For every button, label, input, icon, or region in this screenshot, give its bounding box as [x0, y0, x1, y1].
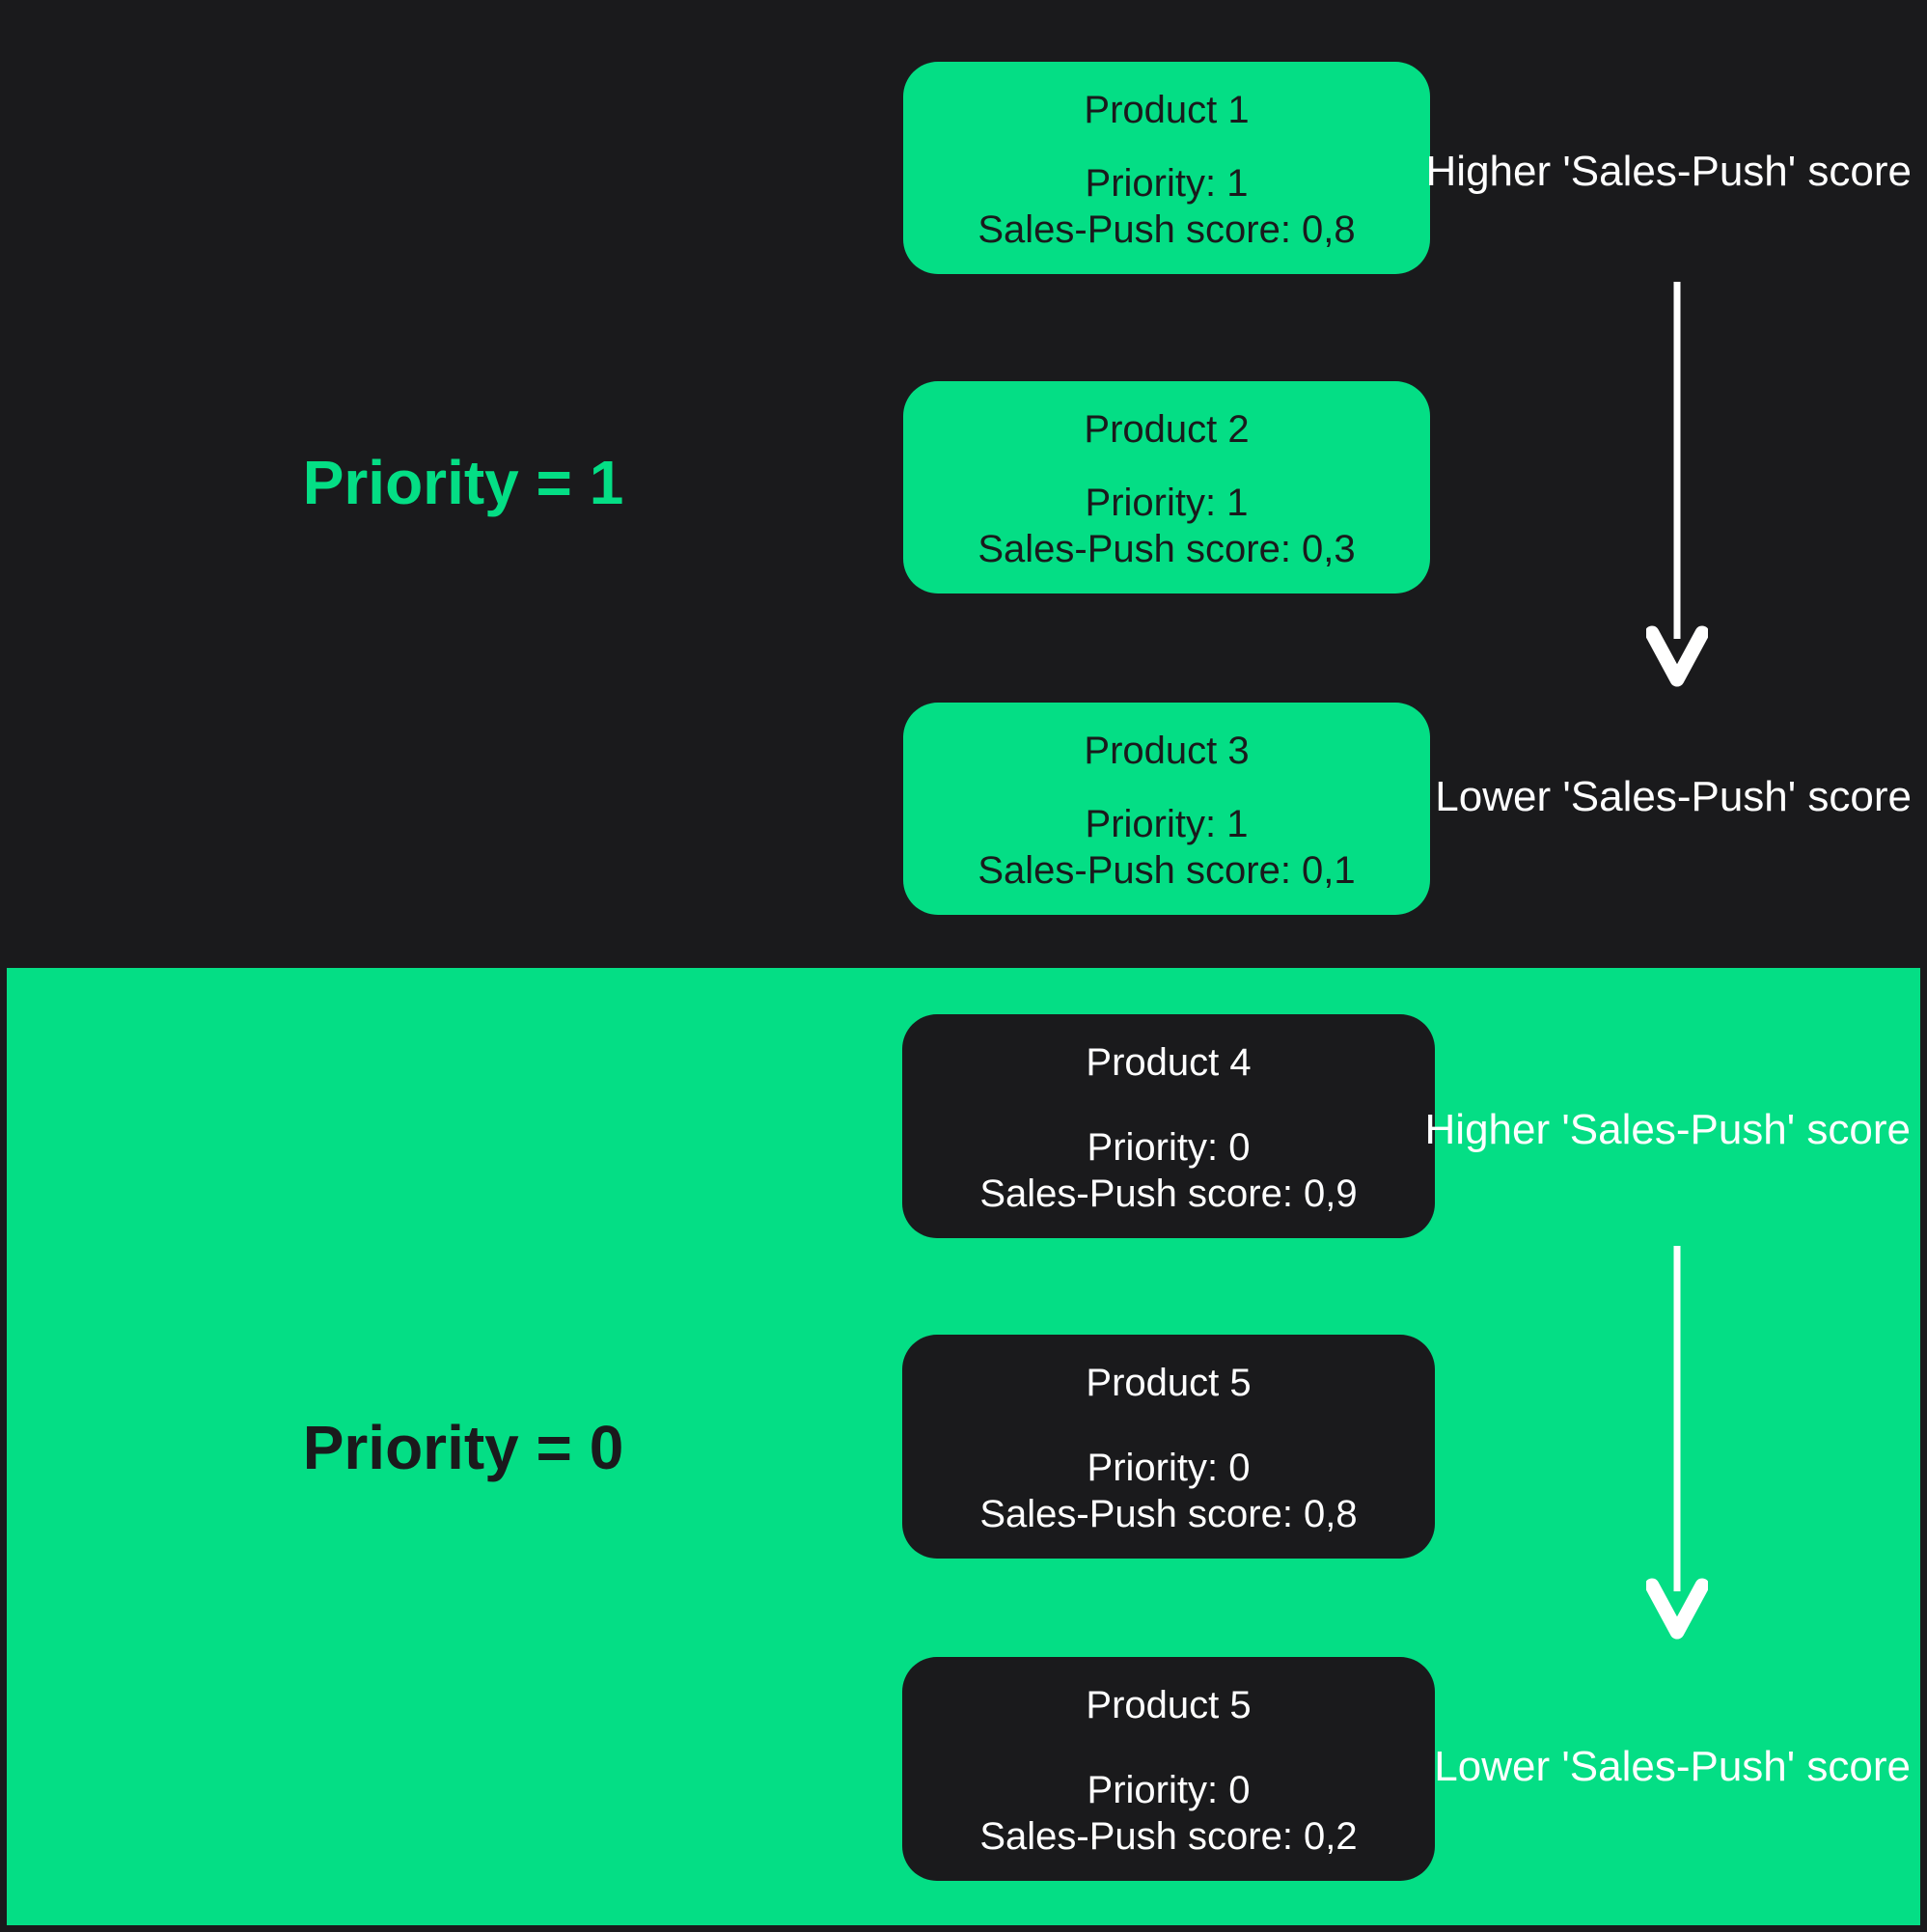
product-3-title: Product 3 — [1084, 730, 1250, 772]
priority-0-label: Priority = 0 — [302, 1413, 624, 1482]
product-3-priority: Priority: 1 — [1085, 803, 1249, 845]
higher-sales-push-label-top: Higher 'Sales-Push' score — [1425, 148, 1912, 195]
product-3-details: Priority: 1 Sales-Push score: 0,1 — [977, 801, 1355, 894]
lower-sales-push-label-top: Lower 'Sales-Push' score — [1435, 773, 1912, 820]
product-5b-card: Product 5 Priority: 0 Sales-Push score: … — [902, 1657, 1435, 1881]
product-2-card: Product 2 Priority: 1 Sales-Push score: … — [903, 381, 1430, 593]
product-4-score: Sales-Push score: 0,9 — [979, 1173, 1358, 1215]
product-1-title: Product 1 — [1084, 89, 1250, 131]
priority-1-section: Priority = 1 Product 1 Priority: 1 Sales… — [302, 62, 1912, 915]
product-2-score: Sales-Push score: 0,3 — [977, 528, 1356, 570]
product-2-title: Product 2 — [1084, 408, 1250, 451]
product-5b-score: Sales-Push score: 0,2 — [979, 1815, 1358, 1858]
product-4-details: Priority: 0 Sales-Push score: 0,9 — [979, 1124, 1357, 1217]
product-4-priority: Priority: 0 — [1087, 1126, 1251, 1169]
product-3-score: Sales-Push score: 0,1 — [977, 849, 1356, 892]
product-4-card: Product 4 Priority: 0 Sales-Push score: … — [902, 1014, 1435, 1238]
higher-sales-push-label-bottom: Higher 'Sales-Push' score — [1424, 1106, 1911, 1153]
product-5-card: Product 5 Priority: 0 Sales-Push score: … — [902, 1335, 1435, 1559]
product-1-priority: Priority: 1 — [1085, 162, 1249, 205]
product-1-details: Priority: 1 Sales-Push score: 0,8 — [977, 160, 1355, 253]
product-5-score: Sales-Push score: 0,8 — [979, 1493, 1358, 1535]
product-2-details: Priority: 1 Sales-Push score: 0,3 — [977, 480, 1355, 572]
product-1-score: Sales-Push score: 0,8 — [977, 208, 1356, 251]
product-4-title: Product 4 — [1086, 1041, 1252, 1084]
product-3-card: Product 3 Priority: 1 Sales-Push score: … — [903, 703, 1430, 915]
priority-1-label: Priority = 1 — [302, 448, 624, 517]
product-5-title: Product 5 — [1086, 1362, 1252, 1404]
down-arrow-icon — [1646, 282, 1708, 687]
product-5-priority: Priority: 0 — [1087, 1447, 1251, 1489]
product-2-priority: Priority: 1 — [1085, 482, 1249, 524]
product-5b-details: Priority: 0 Sales-Push score: 0,2 — [979, 1767, 1357, 1860]
priority-0-section: Priority = 0 Product 4 Priority: 0 Sales… — [7, 968, 1920, 1925]
product-5b-priority: Priority: 0 — [1087, 1769, 1251, 1811]
lower-sales-push-label-bottom: Lower 'Sales-Push' score — [1434, 1743, 1911, 1790]
down-arrow-icon — [1646, 1246, 1708, 1640]
product-5b-title: Product 5 — [1086, 1684, 1252, 1726]
product-5-details: Priority: 0 Sales-Push score: 0,8 — [979, 1445, 1357, 1537]
product-1-card: Product 1 Priority: 1 Sales-Push score: … — [903, 62, 1430, 274]
